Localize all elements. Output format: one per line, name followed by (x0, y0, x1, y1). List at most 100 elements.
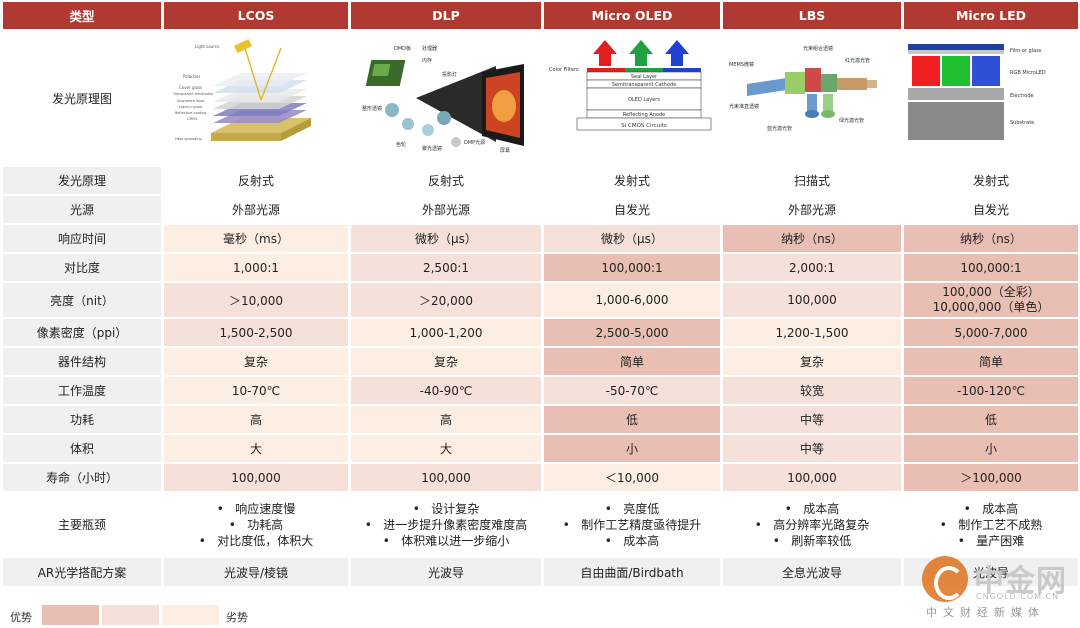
header-micro-oled: Micro OLED (544, 2, 720, 29)
bottleneck-item: 成本高 (904, 501, 1078, 517)
cell-lcos: 1,500-2,500 (164, 319, 348, 346)
cell-lcos: 毫秒（ms） (164, 225, 348, 252)
bottleneck-item: 对比度低，体积大 (164, 533, 348, 549)
micro-led-diagram-image: Film or glass RGB MicroLED Electrode Sub… (908, 44, 1046, 140)
bottleneck-item: 体积难以进一步缩小 (351, 533, 541, 549)
cell-micro-oled: 1,000-6,000 (544, 283, 720, 317)
lcos-label-5: Reflective coating (175, 111, 206, 115)
cell-lbs: 外部光源 (723, 196, 901, 223)
lbs-label-1: MEMS微镜 (729, 61, 754, 68)
lcos-label-7: Heat spreading (175, 137, 202, 141)
property-row-label: 工作温度 (3, 377, 161, 404)
bottleneck-item: 亮度低 (544, 501, 720, 517)
cell-micro-led: ＞100,000 (904, 464, 1078, 491)
cell-micro-oled: 100,000:1 (544, 254, 720, 281)
microled-label-0: Film or glass (1010, 48, 1042, 54)
legend-swatch-strong (42, 605, 99, 625)
bottleneck-row: 主要瓶颈 响应速度慢 功耗高 对比度低，体积大 设计复杂 进一步提升像素密度难度… (3, 493, 1078, 556)
header-dlp: DLP (351, 2, 541, 29)
cell-lcos: 10-70℃ (164, 377, 348, 404)
cell-micro-oled: 微秒（μs） (544, 225, 720, 252)
bottleneck-micro-oled: 亮度低 制作工艺精度亟待提升 成本高 (544, 493, 720, 556)
cell-dlp: ＞20,000 (351, 283, 541, 317)
header-lbs: LBS (723, 2, 901, 29)
cell-dlp: 复杂 (351, 348, 541, 375)
cell-dlp: -40-90℃ (351, 377, 541, 404)
bottleneck-dlp: 设计复杂 进一步提升像素密度难度高 体积难以进一步缩小 (351, 493, 541, 556)
cell-micro-oled: ＜10,000 (544, 464, 720, 491)
lcos-label-6: CMOS (187, 117, 198, 121)
property-row: 器件结构复杂复杂简单复杂简单 (3, 348, 1078, 375)
cell-lbs: 较宽 (723, 377, 901, 404)
bottleneck-item: 成本高 (723, 501, 901, 517)
ar-optics-lcos: 光波导/棱镜 (164, 558, 348, 586)
property-row: 功耗高高低中等低 (3, 406, 1078, 433)
cell-lcos: 1,000:1 (164, 254, 348, 281)
header-type: 类型 (3, 2, 161, 29)
property-row: 发光原理反射式反射式发射式扫描式发射式 (3, 167, 1078, 194)
oled-layer-2: OLED Layers (628, 97, 660, 103)
cell-micro-led: -100-120℃ (904, 377, 1078, 404)
cell-micro-oled: 2,500-5,000 (544, 319, 720, 346)
lbs-diagram-cell: 光束组合透镜 MEMS微镜 红光激光管 光束准直透镜 蓝光激光管 绿光激光管 (723, 31, 901, 165)
cell-lcos: ＞10,000 (164, 283, 348, 317)
lcos-label-4: Liquid crystal (179, 105, 202, 109)
bottleneck-item: 制作工艺不成熟 (904, 517, 1078, 533)
bottleneck-micro-led: 成本高 制作工艺不成熟 量产困难 (904, 493, 1078, 556)
ar-optics-micro-oled: 自由曲面/Birdbath (544, 558, 720, 586)
dlp-label-5: 色轮 (396, 141, 406, 148)
property-row-label: 亮度（nit） (3, 283, 161, 317)
dlp-label-1: 处理器 (422, 45, 437, 52)
legend-swatch-light (162, 605, 219, 625)
lcos-label-light: Light source (195, 44, 220, 49)
bottleneck-item: 功耗高 (164, 517, 348, 533)
watermark: 中金网 CNGOLD.COM.CN 中文财经新媒体 (920, 550, 1080, 620)
microled-label-3: Substrate (1010, 120, 1034, 126)
legend-swatch-mid (102, 605, 159, 625)
dlp-label-7: DMP光源 (464, 139, 485, 146)
cell-micro-led: 100,000（全彩）10,000,000（单色） (904, 283, 1078, 317)
property-row-label: 响应时间 (3, 225, 161, 252)
cell-lbs: 复杂 (723, 348, 901, 375)
lcos-label-2: Transparent electrodes (172, 92, 213, 96)
cell-line: 100,000（全彩） (942, 285, 1040, 299)
shade-legend: 优势 劣势 (0, 603, 340, 627)
property-row-label: 功耗 (3, 406, 161, 433)
lbs-label-0: 光束组合透镜 (803, 45, 833, 52)
microled-label-1: RGB MicroLED (1010, 70, 1046, 76)
oled-layer-1: Semitransparent Cathode (612, 82, 676, 88)
bottleneck-lbs: 成本高 高分辨率光路复杂 刷新率较低 (723, 493, 901, 556)
property-row-label: 器件结构 (3, 348, 161, 375)
cell-micro-led: 5,000-7,000 (904, 319, 1078, 346)
lbs-label-3: 光束准直透镜 (729, 103, 759, 110)
header-row: 类型 LCOS DLP Micro OLED LBS Micro LED (3, 2, 1078, 29)
comparison-table: 类型 LCOS DLP Micro OLED LBS Micro LED 发光原… (0, 0, 1080, 588)
cell-micro-led: 小 (904, 435, 1078, 462)
cell-lcos: 反射式 (164, 167, 348, 194)
dlp-label-2: 内存 (422, 57, 432, 64)
property-row: 响应时间毫秒（ms）微秒（μs）微秒（μs）纳秒（ns）纳秒（ns） (3, 225, 1078, 252)
bottleneck-label: 主要瓶颈 (3, 493, 161, 556)
cell-lcos: 高 (164, 406, 348, 433)
property-row-label: 寿命（小时） (3, 464, 161, 491)
lbs-diagram-image: 光束组合透镜 MEMS微镜 红光激光管 光束准直透镜 蓝光激光管 绿光激光管 (729, 45, 877, 132)
cell-lbs: 中等 (723, 406, 901, 433)
watermark-url: CNGOLD.COM.CN (976, 592, 1060, 601)
cell-micro-oled: 小 (544, 435, 720, 462)
cell-dlp: 2,500:1 (351, 254, 541, 281)
cell-micro-oled: 发射式 (544, 167, 720, 194)
microled-label-2: Electrode (1010, 93, 1034, 99)
brand-logo-icon (922, 556, 968, 602)
cell-micro-led: 100,000:1 (904, 254, 1078, 281)
bottleneck-item: 设计复杂 (351, 501, 541, 517)
micro-oled-diagram-cell: Color Filters Seal Layer Semitransparent… (544, 31, 720, 165)
cell-lcos: 大 (164, 435, 348, 462)
cell-lcos: 100,000 (164, 464, 348, 491)
dlp-label-8: 屏幕 (500, 147, 510, 154)
bottleneck-lcos: 响应速度慢 功耗高 对比度低，体积大 (164, 493, 348, 556)
oled-label-filters: Color Filters (549, 67, 579, 73)
cell-micro-led: 发射式 (904, 167, 1078, 194)
